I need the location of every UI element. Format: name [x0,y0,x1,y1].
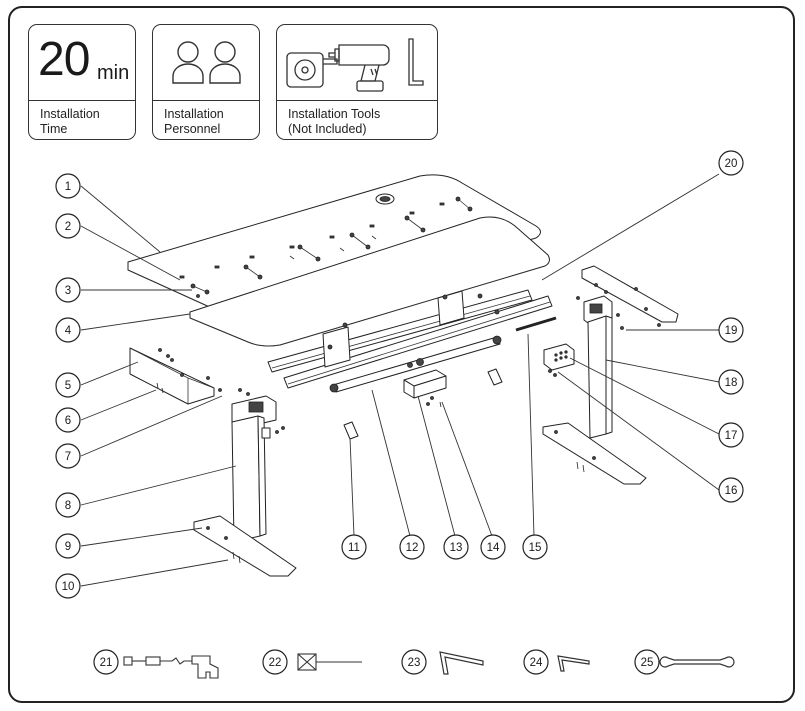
wrench-icon [659,656,735,668]
callout-6: 6 [55,407,81,433]
svg-text:5: 5 [65,380,71,392]
svg-text:10: 10 [62,581,75,593]
svg-text:13: 13 [450,542,463,554]
svg-text:16: 16 [725,485,738,497]
frame-beams [267,289,553,389]
svg-text:11: 11 [348,542,360,554]
drive-shaft [329,335,502,393]
svg-text:1: 1 [65,181,71,193]
cable-tie-icon [297,653,362,671]
svg-text:22: 22 [269,657,282,669]
box-divider [153,100,259,101]
box-divider [277,100,437,101]
box-divider [29,100,135,101]
left-leg-assembly [129,347,297,577]
caption-line: Personnel [164,121,221,136]
callout-21: 21 [93,649,119,675]
callout-24: 24 [523,649,549,675]
caption-line: Time [40,121,68,136]
callout-19: 19 [718,317,744,343]
svg-text:23: 23 [408,657,421,669]
installation-time-box: 20 min Installation Time [28,24,136,140]
installation-tools-caption: Installation Tools (Not Included) [288,107,380,136]
callout-5: 5 [55,372,81,398]
installation-time-unit: min [97,62,130,84]
bracket-14 [439,368,503,408]
installation-time-value: 20 [38,33,90,86]
hex-rod [515,316,557,332]
callout-17: 17 [718,422,744,448]
callout-8: 8 [55,492,81,518]
desktop-board-bottom [189,216,550,347]
tools-icons [286,38,424,92]
svg-text:15: 15 [529,542,542,554]
callout-7: 7 [55,443,81,469]
svg-text:20: 20 [725,158,738,170]
callout-25: 25 [634,649,660,675]
caption-line: Installation [164,107,224,121]
callout-20: 20 [718,150,744,176]
right-leg-assembly [542,265,679,485]
callout-12: 12 [399,534,425,560]
svg-text:24: 24 [530,657,543,669]
diagram-frame [8,6,795,703]
callout-4: 4 [55,317,81,343]
svg-text:4: 4 [65,325,72,337]
svg-text:17: 17 [725,430,738,442]
two-people-icon [172,41,241,84]
svg-text:2: 2 [65,221,71,233]
callout-15: 15 [522,534,548,560]
screw-set-3 [190,283,210,298]
leader-lines [80,173,720,587]
installation-personnel-box: Installation Personnel [152,24,260,140]
callout-11: 11 [341,534,367,560]
callout-3: 3 [55,277,81,303]
callout-23: 23 [401,649,427,675]
power-cord-icon [123,655,219,679]
callout-2: 2 [55,213,81,239]
caption-line: Installation [40,107,100,121]
installation-time-caption: Installation Time [40,107,100,136]
caption-line: (Not Included) [288,121,367,136]
callout-9: 9 [55,533,81,559]
small-allen-key-icon [557,655,590,672]
allen-key-icon [408,38,424,86]
svg-text:19: 19 [725,325,738,337]
large-allen-key-icon [439,651,484,675]
callout-14: 14 [480,534,506,560]
svg-text:21: 21 [100,657,113,669]
svg-text:6: 6 [65,415,71,427]
installation-tools-box: Installation Tools (Not Included) [276,24,438,140]
svg-text:8: 8 [65,500,71,512]
power-drill-icon [328,44,390,92]
handset-controller [543,343,575,377]
callout-1: 1 [55,173,81,199]
svg-text:25: 25 [641,657,654,669]
svg-text:7: 7 [65,451,71,463]
callout-22: 22 [262,649,288,675]
control-box [403,369,447,406]
bracket-11 [343,421,359,440]
svg-text:9: 9 [65,541,71,553]
svg-text:18: 18 [725,377,738,389]
callout-10: 10 [55,573,81,599]
installation-personnel-caption: Installation Personnel [164,107,224,136]
callout-16: 16 [718,477,744,503]
svg-text:14: 14 [487,542,500,554]
callout-18: 18 [718,369,744,395]
svg-text:12: 12 [406,542,419,554]
caption-line: Installation Tools [288,107,381,121]
svg-text:3: 3 [65,285,71,297]
callout-13: 13 [443,534,469,560]
